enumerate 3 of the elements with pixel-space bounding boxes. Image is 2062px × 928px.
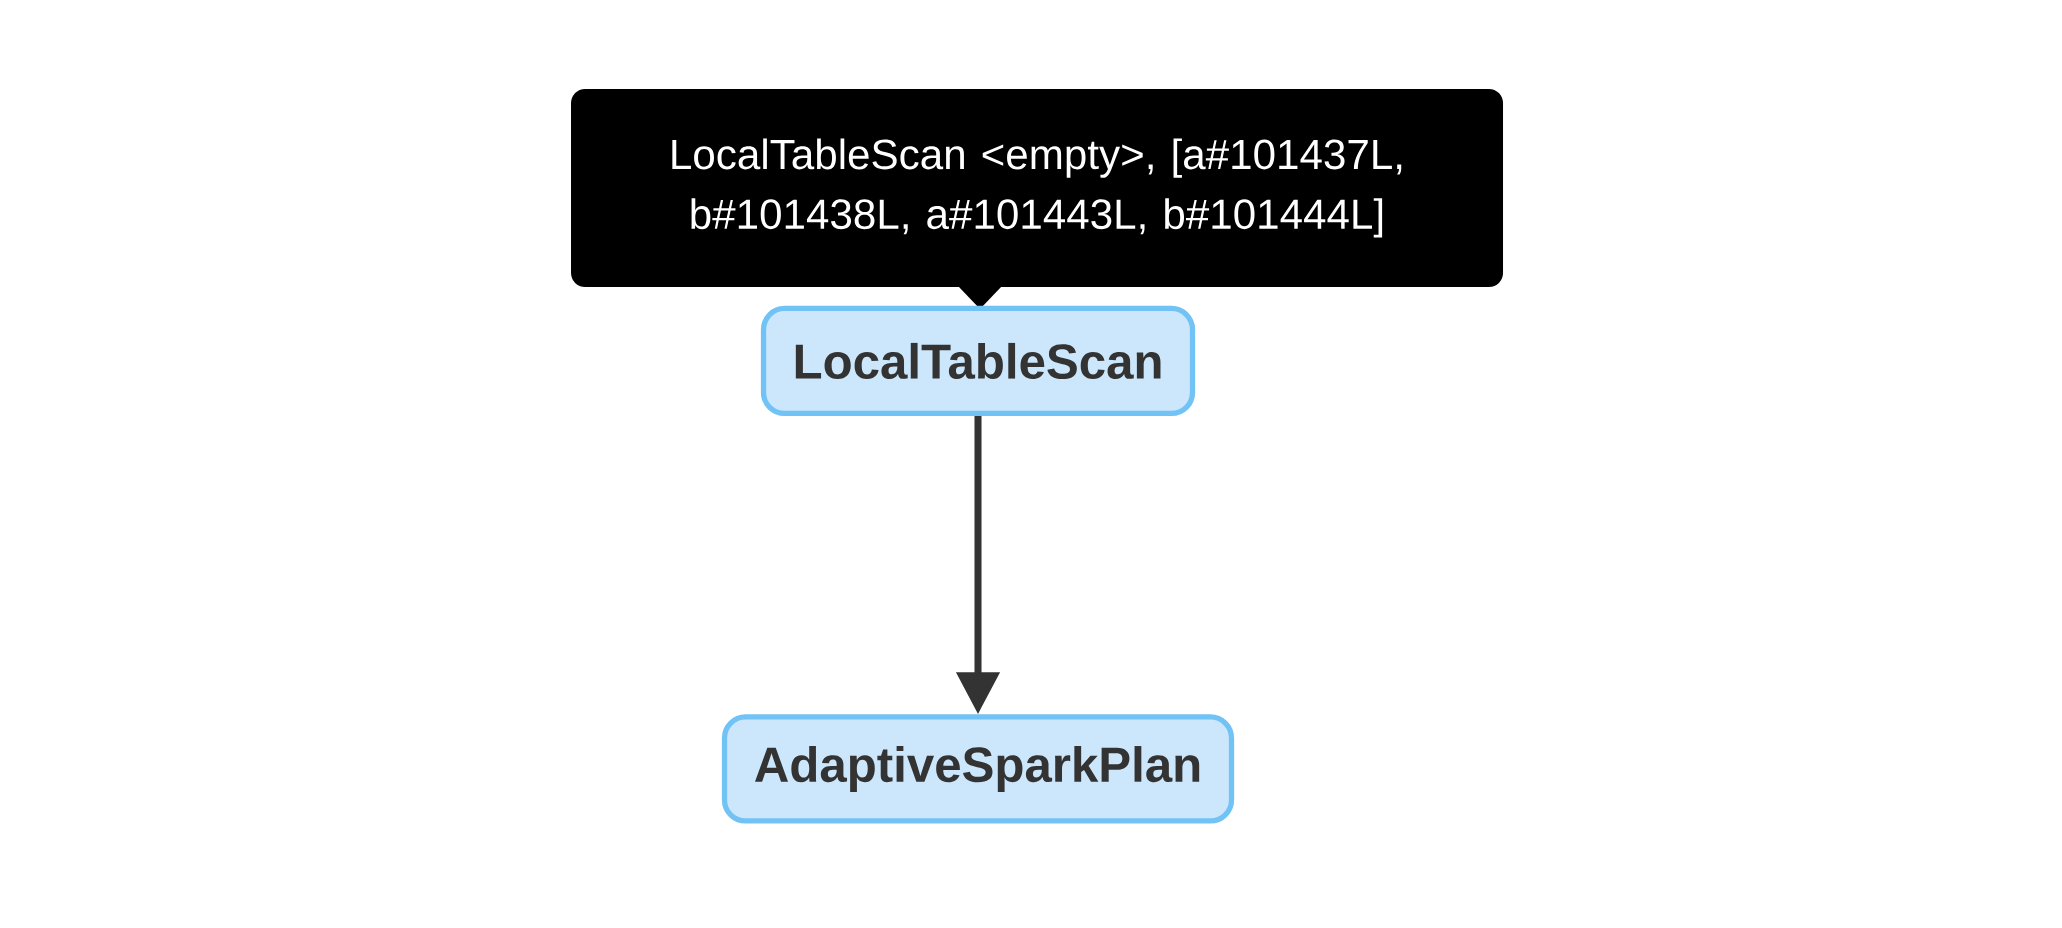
tooltip: LocalTableScan <empty>, [a#101437L, b#101438L, a#101443L, b#101444L] xyxy=(571,88,1503,309)
process-box: LocalTableScan xyxy=(760,305,1196,417)
process-box: AdaptiveSparkPlan xyxy=(721,714,1235,824)
